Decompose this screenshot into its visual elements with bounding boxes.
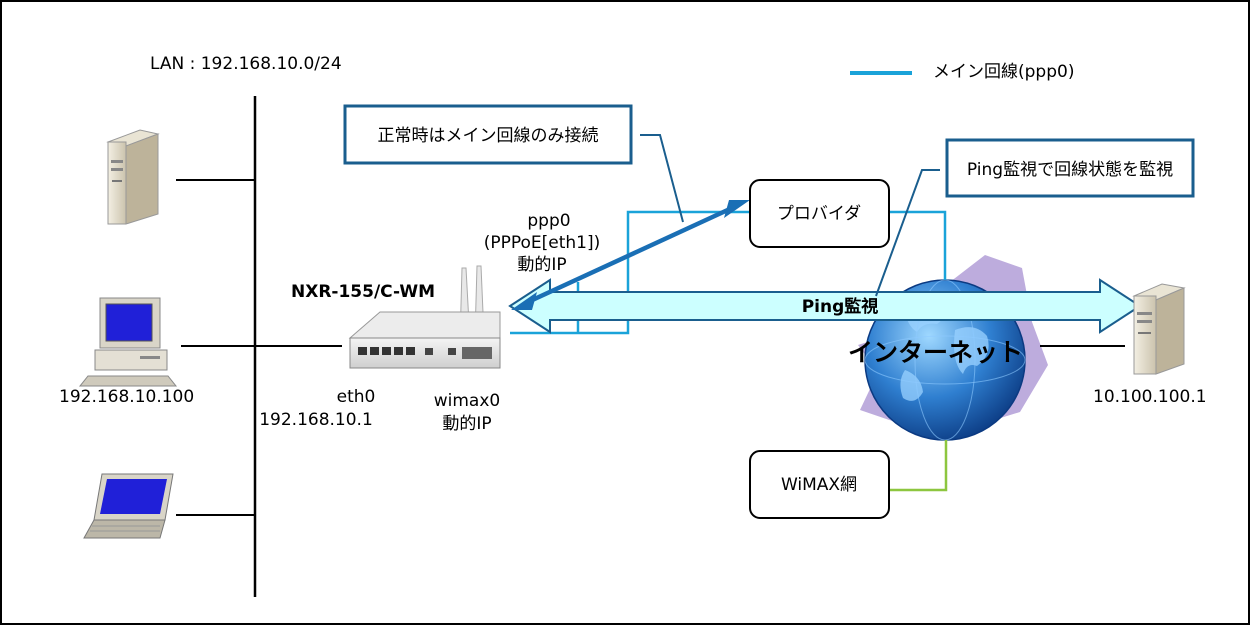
wimax0-label-line2: 動的IP — [442, 414, 491, 434]
internet-label: インターネット — [848, 338, 1023, 367]
callout-ping-leader — [875, 169, 940, 297]
lan-server-icon — [106, 129, 160, 225]
ppp0-label-line1: ppp0 — [527, 211, 570, 231]
lan-label: LAN : 192.168.10.0/24 — [150, 54, 342, 74]
connection-arrow — [527, 205, 733, 305]
provider-box — [749, 179, 890, 248]
wimax-net-box — [749, 450, 890, 519]
desktop-pc-icon — [78, 297, 178, 387]
connection-arrow-head-left — [511, 292, 537, 310]
wimax0-label-line1: wimax0 — [434, 391, 500, 411]
wimax-net-label: WiMAX網 — [781, 475, 857, 495]
server-ip-label: 10.100.100.1 — [1093, 387, 1207, 407]
provider-label: プロバイダ — [777, 204, 861, 224]
ppp0-label-line3: 動的IP — [517, 255, 566, 275]
router-icon — [348, 265, 501, 369]
pc-ip-label: 192.168.10.100 — [59, 387, 194, 407]
router-name: NXR-155/C-WM — [291, 282, 435, 302]
callout-main-box — [343, 104, 633, 165]
callout-main-text: 正常時はメイン回線のみ接続 — [378, 126, 599, 146]
wimax-line — [890, 440, 948, 492]
legend-label: メイン回線(ppp0) — [933, 62, 1074, 82]
callout-ping-box — [945, 138, 1195, 198]
ppp0-label-line2: (PPPoE[eth1]) — [484, 233, 601, 253]
ping-arrow-label: Ping監視 — [802, 296, 879, 317]
globe-continents — [900, 302, 989, 401]
eth0-label-line1: eth0 — [337, 387, 376, 407]
laptop-icon — [83, 473, 174, 539]
connection-arrow-head-right — [724, 200, 750, 218]
ppp0-main-line — [510, 210, 749, 335]
eth0-label-line2: 192.168.10.1 — [259, 410, 373, 430]
remote-server-icon — [1132, 283, 1186, 375]
callout-ping-text: Ping監視で回線状態を監視 — [967, 160, 1173, 180]
callout-main-leader — [640, 134, 684, 223]
